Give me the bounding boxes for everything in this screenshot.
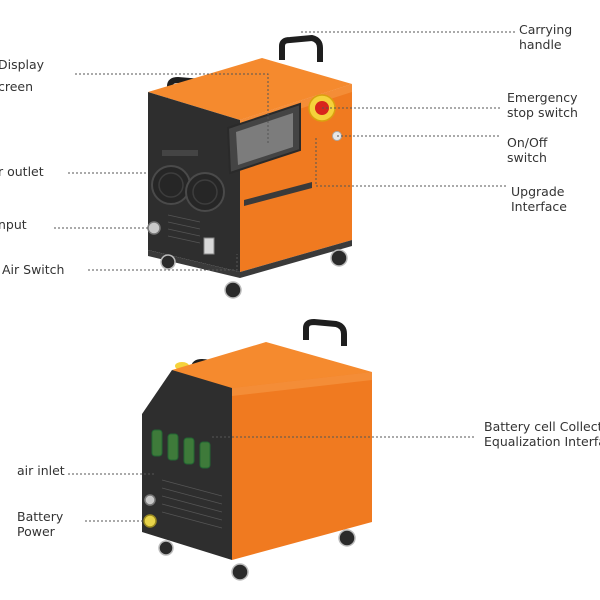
leader-upgrade [315,138,506,187]
top-unit [147,35,352,299]
nameplate [244,182,312,206]
leader-air-switch [88,254,238,271]
bottom-unit [142,319,372,581]
label-battery-cell: Battery cell Collecti Equalization Inter… [484,419,600,449]
label-air-inlet: air inlet [17,463,65,478]
label-line: Power [17,524,55,539]
label-display-screen: Display creen [0,57,44,94]
label-line: On/Off [507,135,548,150]
label-line: Equalization Interfa [484,434,600,449]
label-input: nput [0,217,27,232]
label-line: Interface [511,199,567,214]
label-carrying-handle: Carrying handle [519,22,572,52]
label-line: Upgrade [511,184,565,199]
label-line: Emergency [507,90,578,105]
label-line: switch [507,150,547,165]
label-line: nput [0,217,27,232]
top-face [172,342,372,404]
casters [158,529,356,581]
battery-power-connector [143,514,157,528]
fan-vent [185,172,225,212]
rear-panel [142,370,232,560]
label-line: Battery cell Collecti [484,419,600,434]
label-battery-power: Battery Power [17,509,63,539]
label-air-switch: Air Switch [2,262,64,277]
label-line: Battery [17,509,64,524]
top-face [148,58,352,120]
label-on-off: On/Off switch [507,135,547,165]
grille [167,214,201,244]
label-line: Display [0,57,45,72]
plate [162,150,198,156]
round-connector [144,494,156,506]
label-line: stop switch [507,105,578,120]
label-line: r outlet [0,164,44,179]
label-line: Carrying [519,22,573,37]
air-switch [203,237,215,255]
label-line: creen [0,79,34,94]
battery-cell-connectors [151,429,211,469]
input-connector [147,221,161,235]
leader-display-screen [75,73,269,145]
leader-lines [54,31,516,522]
main-face [232,372,372,560]
casters [160,249,348,299]
label-line: handle [519,37,562,52]
label-line: Air Switch [2,262,65,277]
label-line: air inlet [17,463,65,478]
label-air-outlet: r outlet [0,164,44,179]
carrying-handle-back [303,319,347,346]
fan-vent [151,165,191,205]
carrying-handle-back [279,35,323,62]
label-upgrade-interface: Upgrade Interface [511,184,567,214]
label-emergency-stop: Emergency stop switch [507,90,578,120]
air-inlet-grille [161,479,223,529]
